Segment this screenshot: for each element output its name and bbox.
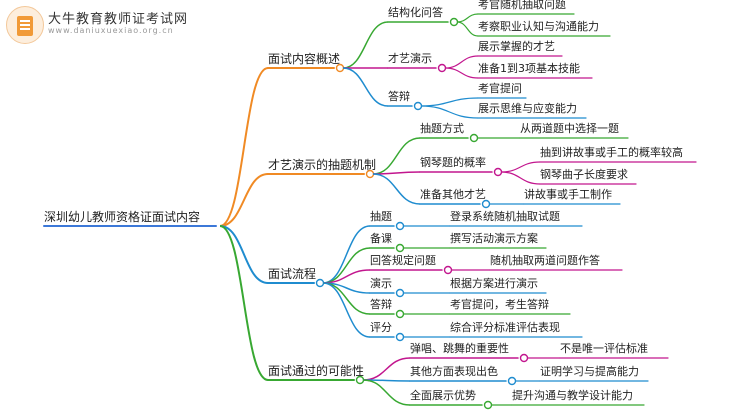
child-node-3-1: 抽题: [370, 210, 392, 223]
root-node: 深圳幼儿教师资格证面试内容: [44, 210, 201, 224]
child-node-1-2: 才艺演示: [388, 52, 432, 65]
branch-node-2: 才艺演示的抽题机制: [268, 158, 377, 172]
child-connector-dot-4-1: [519, 353, 529, 363]
leaf-node-2-3-1: 讲故事或手工制作: [524, 188, 612, 201]
child-node-4-1: 弹唱、跳舞的重要性: [410, 342, 509, 355]
link-4-3: [362, 379, 411, 406]
child-connector-dot-4-3: [483, 400, 493, 410]
child-connector-dot-3-1: [395, 221, 405, 231]
child-connector-dot-3-5: [395, 309, 405, 319]
child-connector-dot-3-4: [395, 288, 405, 298]
link-1-1-1: [456, 13, 479, 23]
child-connector-dot-2-2: [493, 167, 503, 177]
child-connector-dot-4-2: [507, 376, 517, 386]
book-icon: [17, 16, 33, 36]
link-root-branch-1: [219, 67, 269, 227]
link-2-3: [372, 173, 421, 205]
child-connector-dot-3-2: [395, 243, 405, 253]
link-1-3: [342, 67, 389, 107]
link-3-6: [322, 282, 371, 338]
link-3-1: [322, 225, 371, 284]
leaf-node-1-3-1: 考官提问: [478, 82, 522, 95]
leaf-node-4-1-1: 不是唯一评估标准: [560, 342, 648, 355]
child-connector-dot-1-1: [449, 17, 459, 27]
link-root-branch-4: [219, 225, 269, 381]
leaf-node-1-2-1: 展示掌握的才艺: [478, 40, 555, 53]
link-1-1: [342, 21, 389, 69]
child-node-1-1: 结构化问答: [388, 6, 443, 19]
child-node-4-2: 其他方面表现出色: [410, 365, 498, 378]
child-node-3-3: 回答规定问题: [370, 254, 436, 267]
child-node-3-5: 答辩: [370, 298, 392, 311]
link-4-1: [362, 357, 411, 381]
child-connector-dot-3-3: [443, 265, 453, 275]
branch-node-3: 面试流程: [268, 267, 317, 281]
leaf-node-2-1-1: 从两道题中选择一题: [520, 122, 619, 135]
child-node-1-3: 答辩: [388, 90, 410, 103]
logo-mark: [6, 6, 44, 44]
link-1-2-2: [444, 67, 479, 79]
branch-connector-dot-3: [315, 278, 325, 288]
site-logo: 大牛教育教师证考试网 www.daniuxuexiao.org.cn: [6, 4, 246, 44]
child-node-4-3: 全面展示优势: [410, 389, 476, 402]
child-connector-dot-1-3: [413, 101, 423, 111]
leaf-node-2-2-2: 钢琴曲子长度要求: [540, 168, 628, 181]
child-node-3-2: 备课: [370, 232, 392, 245]
leaf-node-3-1-1: 登录系统随机抽取试题: [450, 210, 560, 223]
child-node-3-4: 演示: [370, 277, 392, 290]
leaf-node-1-1-1: 考官随机抽取问题: [478, 0, 566, 11]
branch-node-1: 面试内容概述: [268, 52, 341, 66]
leaf-node-3-4-1: 根据方案进行演示: [450, 277, 538, 290]
child-node-3-6: 评分: [370, 321, 392, 334]
leaf-node-1-2-2: 准备1到3项基本技能: [478, 62, 580, 75]
link-1-3-2: [420, 105, 479, 119]
leaf-node-3-2-1: 撰写活动演示方案: [450, 232, 538, 245]
child-node-2-1: 抽题方式: [420, 122, 464, 135]
link-2-2-1: [500, 161, 541, 173]
child-connector-dot-2-1: [469, 133, 479, 143]
leaf-node-3-6-1: 综合评分标准评估表现: [450, 321, 560, 334]
child-node-2-3: 准备其他才艺: [420, 188, 486, 201]
logo-title: 大牛教育教师证考试网: [48, 12, 189, 27]
child-connector-dot-1-2: [437, 63, 447, 73]
leaf-node-1-1-2: 考察职业认知与沟通能力: [478, 20, 599, 33]
link-root-branch-2: [219, 173, 269, 227]
leaf-node-4-2-1: 证明学习与提高能力: [540, 365, 639, 378]
child-node-2-2: 钢琴题的概率: [420, 156, 486, 169]
leaf-node-2-2-1: 抽到讲故事或手工的概率较高: [540, 146, 683, 159]
link-2-2-2: [500, 171, 541, 185]
link-1-2-1: [444, 55, 479, 69]
link-1-1-2: [456, 21, 479, 37]
leaf-node-3-5-1: 考官提问，考生答辩: [450, 298, 549, 311]
logo-url: www.daniuxuexiao.org.cn: [48, 26, 174, 35]
leaf-node-3-3-1: 随机抽取两道问题作答: [490, 254, 600, 267]
link-root-branch-3: [219, 225, 269, 284]
branch-node-4: 面试通过的可能性: [268, 364, 365, 378]
link-2-1: [372, 137, 421, 175]
child-connector-dot-3-6: [395, 332, 405, 342]
leaf-node-4-3-1: 提升沟通与教学设计能力: [512, 389, 633, 402]
leaf-node-1-3-2: 展示思维与应变能力: [478, 102, 577, 115]
link-1-3-1: [420, 97, 479, 107]
